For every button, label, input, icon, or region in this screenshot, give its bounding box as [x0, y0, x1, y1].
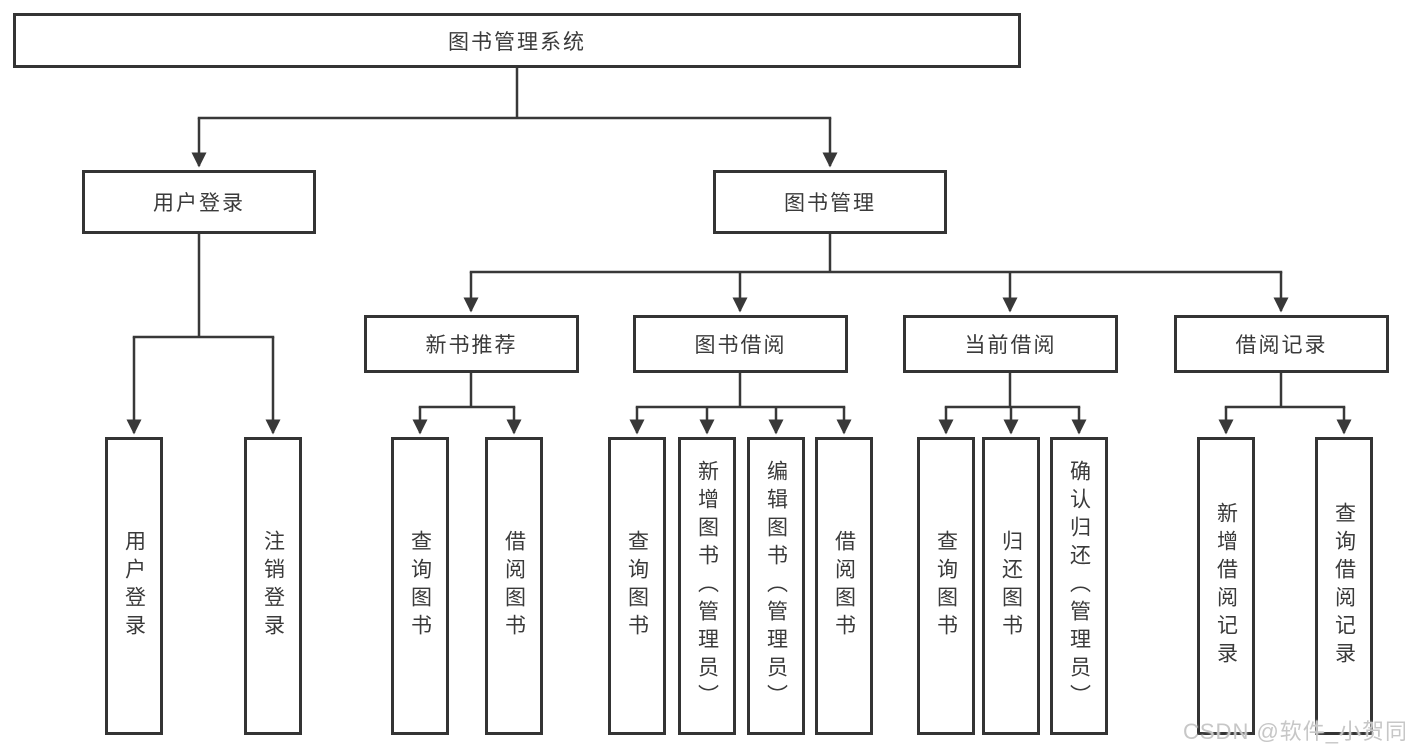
node-current-borrowing: 当前借阅: [903, 315, 1118, 373]
leaf-add-books-admin: 新增图书（管理员）: [678, 437, 736, 735]
node-book-management: 图书管理: [713, 170, 947, 234]
leaf-borrow-books-recommend: 借阅图书: [485, 437, 543, 735]
node-book-borrowing: 图书借阅: [633, 315, 848, 373]
leaf-return-books: 归还图书: [982, 437, 1040, 735]
node-library-management-system: 图书管理系统: [13, 13, 1021, 68]
leaf-user-login: 用户登录: [105, 437, 163, 735]
leaf-borrow-books: 借阅图书: [815, 437, 873, 735]
csdn-watermark: CSDN @软件_小贺同学: [1183, 719, 1405, 744]
node-borrowing-records: 借阅记录: [1174, 315, 1389, 373]
node-user-login: 用户登录: [82, 170, 316, 234]
leaf-add-borrow-record: 新增借阅记录: [1197, 437, 1255, 735]
leaf-query-books-current: 查询图书: [917, 437, 975, 735]
leaf-logout: 注销登录: [244, 437, 302, 735]
leaf-edit-books-admin: 编辑图书（管理员）: [747, 437, 805, 735]
leaf-query-books-borrowing: 查询图书: [608, 437, 666, 735]
node-new-book-recommendation: 新书推荐: [364, 315, 579, 373]
leaf-confirm-return-admin: 确认归还（管理员）: [1050, 437, 1108, 735]
leaf-query-borrow-record: 查询借阅记录: [1315, 437, 1373, 735]
leaf-query-books-recommend: 查询图书: [391, 437, 449, 735]
